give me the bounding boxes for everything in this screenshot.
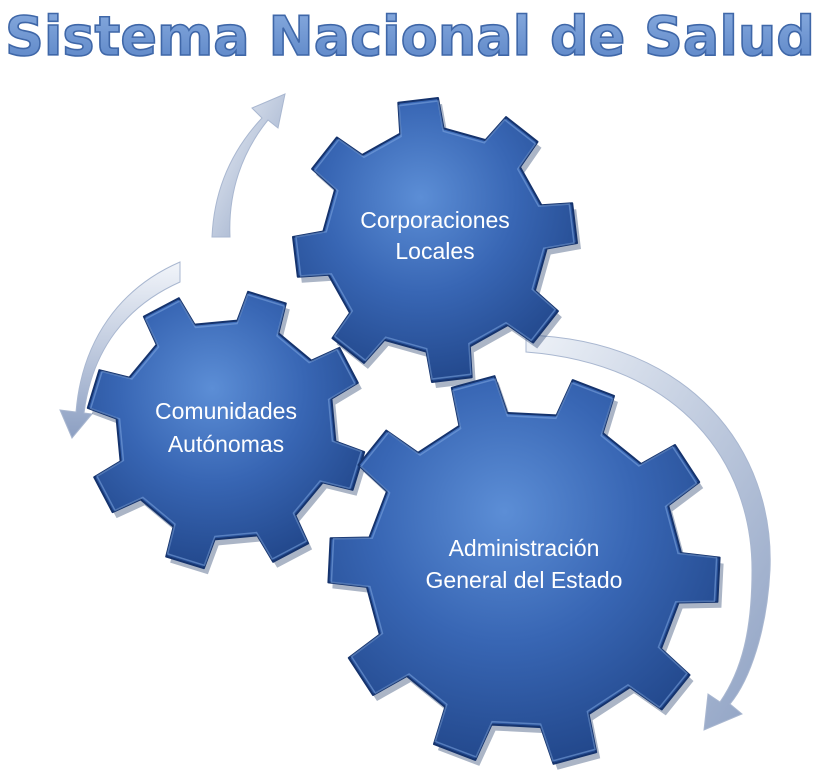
gear-icon [86, 290, 369, 575]
gear-label-corporaciones-line2: Locales [395, 238, 474, 264]
cycle-arrow-icon [525, 334, 771, 731]
diagram-title: Sistema Nacional de Salud [5, 5, 815, 68]
cycle-arrow-icon [211, 93, 286, 238]
gear-body [86, 290, 366, 570]
gear-label-comunidades-line2: Autónomas [168, 431, 284, 457]
cycle-arrows [59, 93, 771, 731]
gear-highlight [330, 378, 718, 762]
gear-label-corporaciones-line1: Corporaciones [360, 207, 510, 233]
gear-highlight [89, 293, 363, 567]
gear-label-comunidades-line1: Comunidades [155, 398, 297, 424]
gear-label-administracion-line1: Administración [449, 535, 600, 561]
gear-icon [292, 97, 581, 388]
cycle-arrow-icon [59, 261, 181, 439]
gear-highlight [295, 100, 575, 380]
gear-label-administracion-line2: General del Estado [426, 567, 623, 593]
gear-icon [327, 375, 724, 770]
